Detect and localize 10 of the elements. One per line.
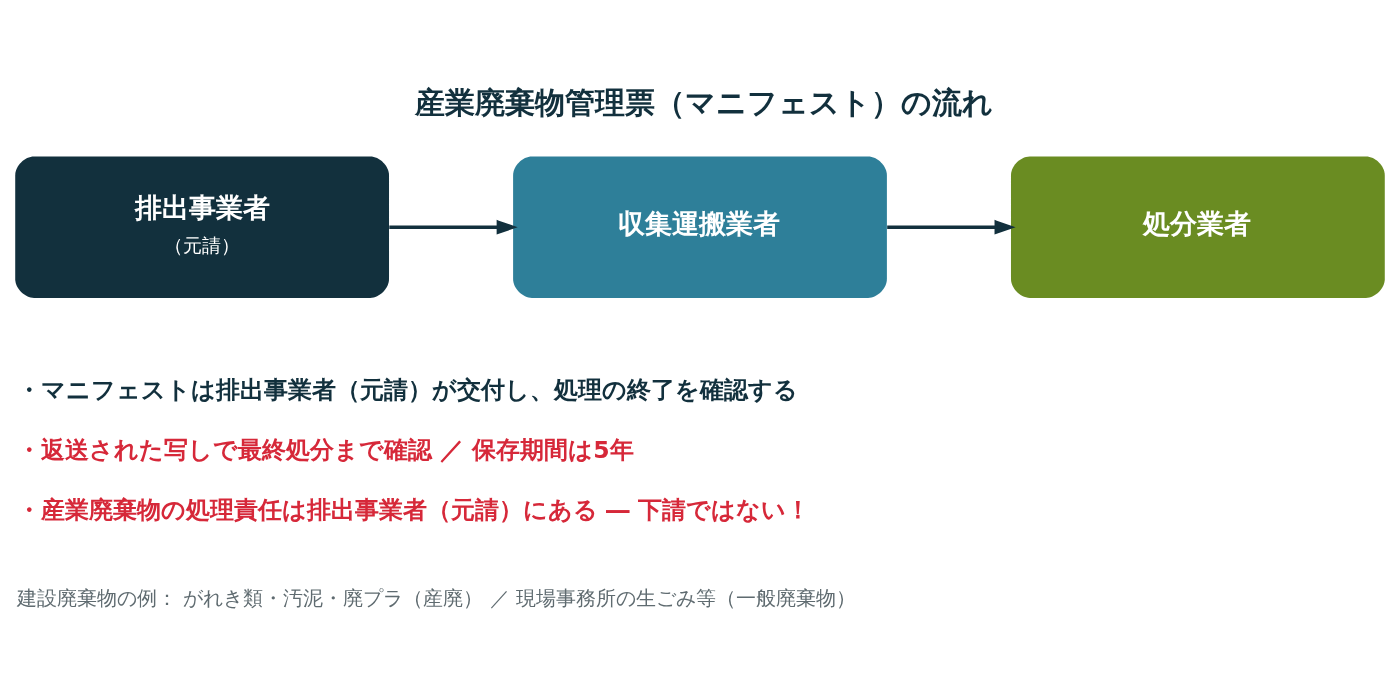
- node-box: 処分業者: [1011, 156, 1385, 298]
- label: 建設廃棄物の例： がれき類・汚泥・廃プラ（産廃） ／ 現場事務所の生ごみ等（一般廃棄物）: [16, 585, 857, 610]
- label: ・マニフェストは排出事業者（元請）が交付し、処理の終了を確認する: [16, 375, 798, 404]
- node-box: 排出事業者 （元請）: [15, 156, 389, 298]
- arrow: [389, 219, 518, 235]
- label: ・産業廃棄物の処理責任は排出事業者（元請）にある ― 下請ではない！: [16, 495, 810, 524]
- node-box: 収集運搬業者: [513, 156, 887, 298]
- label: ・返送された写しで最終処分まで確認 ／ 保存期間は5年: [16, 435, 634, 464]
- arrow: [887, 219, 1016, 235]
- diagram-title: 産業廃棄物管理票（マニフェスト）の流れ: [414, 84, 993, 120]
